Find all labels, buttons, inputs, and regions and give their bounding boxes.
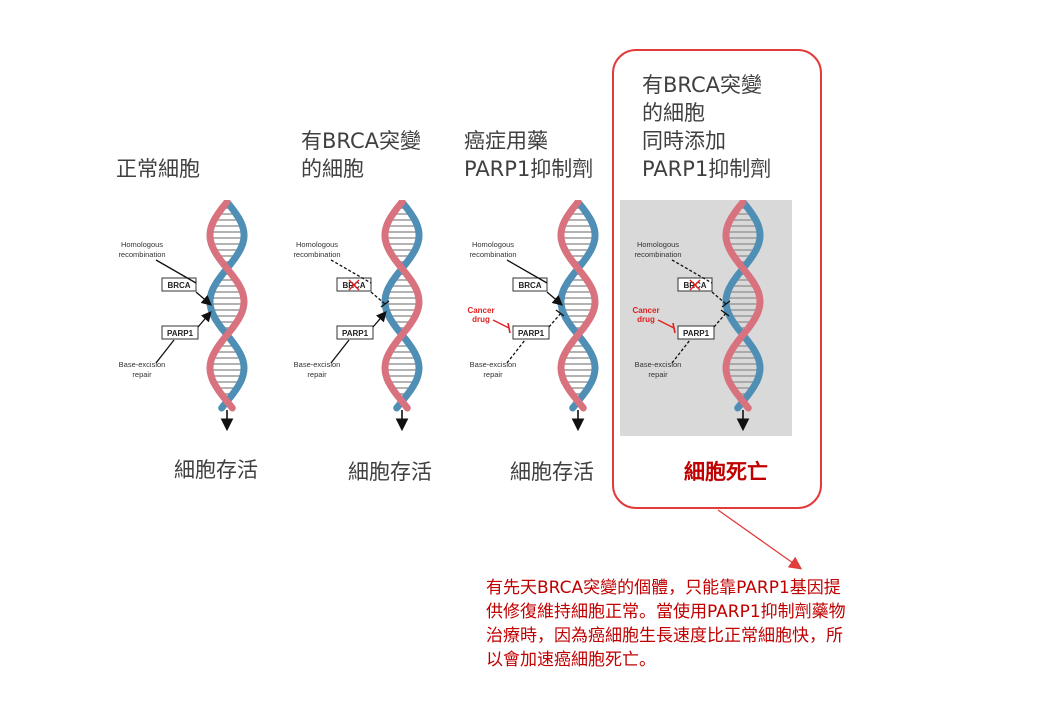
drug-inhibit-line [657, 319, 675, 329]
label-recombination: recombination [469, 250, 516, 259]
hr-connector [155, 259, 197, 284]
brca-box [161, 277, 197, 292]
hr-block-bar [721, 300, 731, 308]
parp1-box [336, 325, 374, 340]
brca-label: BRCA [518, 281, 541, 290]
outcome-brca-mutant: 細胞存活 [348, 460, 432, 484]
dna-strand-red [206, 200, 248, 412]
hr-connector [506, 259, 548, 284]
outcome-normal: 細胞存活 [174, 458, 258, 482]
label-base-excision: Base-excision [470, 360, 517, 369]
parp1-label: PARP1 [342, 329, 369, 338]
heading-line: 的細胞 [642, 101, 705, 125]
brca-mutation-mark [689, 279, 701, 291]
label-homologous: Homologous [121, 240, 163, 249]
ber-arrow [197, 311, 212, 328]
hr-arrow [370, 291, 386, 305]
drug-label: drug [637, 315, 655, 324]
label-homologous: Homologous [637, 240, 679, 249]
heading-normal-cell: 正常細胞 [116, 155, 200, 183]
heading-line: 正常細胞 [116, 157, 200, 181]
parp1-label: PARP1 [518, 329, 545, 338]
label-homologous: Homologous [296, 240, 338, 249]
label-recombination: recombination [634, 250, 681, 259]
drug-inhibit-bar [507, 322, 511, 334]
note-line: 供修復維持細胞正常。當使用PARP1抑制劑藥物 [486, 602, 846, 622]
ber-block-bar [720, 309, 730, 317]
parp1-box [161, 325, 199, 340]
heading-parp-inhibitor: 癌症用藥 PARP1抑制劑 [464, 127, 593, 183]
ber-arrow [372, 311, 387, 328]
label-recombination: recombination [293, 250, 340, 259]
label-recombination: recombination [118, 250, 165, 259]
drug-label: drug [472, 315, 490, 324]
brca-label: BRCA [167, 281, 190, 290]
ber-arrow [713, 312, 727, 328]
hr-arrow [711, 291, 727, 305]
dna-strand-blue [381, 200, 423, 412]
label-homologous: Homologous [472, 240, 514, 249]
heading-line: 有BRCA突變 [301, 129, 421, 153]
cancer-drug-label: Cancer [632, 306, 659, 315]
cancer-drug-label: Cancer [467, 306, 494, 315]
heading-line: 癌症用藥 [464, 129, 548, 153]
note-line: 治療時，因為癌細胞生長速度比正常細胞快，所 [486, 626, 843, 646]
heading-line: PARP1抑制劑 [642, 157, 772, 181]
label-repair: repair [132, 370, 152, 379]
outcome-cell-death: 細胞死亡 [684, 460, 768, 484]
brca-mutation-mark [348, 279, 360, 291]
heading-line: 同時添加 [642, 129, 726, 153]
heading-brca-plus-inhibitor: 有BRCA突變 的細胞 同時添加 PARP1抑制劑 [642, 71, 771, 183]
label-base-excision: Base-excision [294, 360, 341, 369]
heading-line: PARP1抑制劑 [464, 157, 594, 181]
ber-connector [330, 339, 350, 364]
drug-inhibit-bar [672, 322, 676, 334]
explanation-note: 有先天BRCA突變的個體，只能靠PARP1基因提 供修復維持細胞正常。當使用PA… [486, 576, 946, 672]
parp1-box [677, 325, 715, 340]
hr-arrow [546, 291, 563, 306]
ber-block-bar [555, 309, 565, 317]
heading-brca-mutant: 有BRCA突變 的細胞 [301, 127, 421, 183]
label-repair: repair [648, 370, 668, 379]
parp1-label: PARP1 [683, 329, 710, 338]
heading-line: 的細胞 [301, 157, 364, 181]
dna-diagram: HomologousrecombinationBRCAPARP1Base-exc… [293, 200, 423, 432]
dna-diagram: HomologousrecombinationBRCAPARP1Base-exc… [632, 200, 764, 432]
label-repair: repair [483, 370, 503, 379]
hr-connector [330, 259, 372, 284]
dna-strand-red [381, 200, 423, 412]
outcome-parp-inhibitor: 細胞存活 [510, 460, 594, 484]
note-line: 以會加速癌細胞死亡。 [486, 650, 656, 670]
hr-block-bar [380, 300, 390, 308]
label-base-excision: Base-excision [635, 360, 682, 369]
dna-panel-brca-plus-inhibitor: HomologousrecombinationBRCAPARP1Base-exc… [620, 200, 792, 436]
callout-box [612, 49, 822, 509]
dna-strand-red [557, 200, 599, 412]
dna-strand-red [722, 200, 764, 412]
hr-connector [671, 259, 713, 284]
ber-connector [155, 339, 175, 364]
brca-box [512, 277, 548, 292]
dna-panel-brca-mutant: HomologousrecombinationBRCAPARP1Base-exc… [279, 200, 451, 436]
note-line: 有先天BRCA突變的個體，只能靠PARP1基因提 [486, 578, 841, 598]
label-repair: repair [307, 370, 327, 379]
ber-arrow [548, 312, 562, 328]
hr-arrow [195, 291, 212, 306]
label-base-excision: Base-excision [119, 360, 166, 369]
heading-line: 有BRCA突變 [642, 73, 762, 97]
parp1-label: PARP1 [167, 329, 194, 338]
dna-strand-blue [722, 200, 764, 412]
drug-inhibit-line [492, 319, 510, 329]
parp1-box [512, 325, 550, 340]
